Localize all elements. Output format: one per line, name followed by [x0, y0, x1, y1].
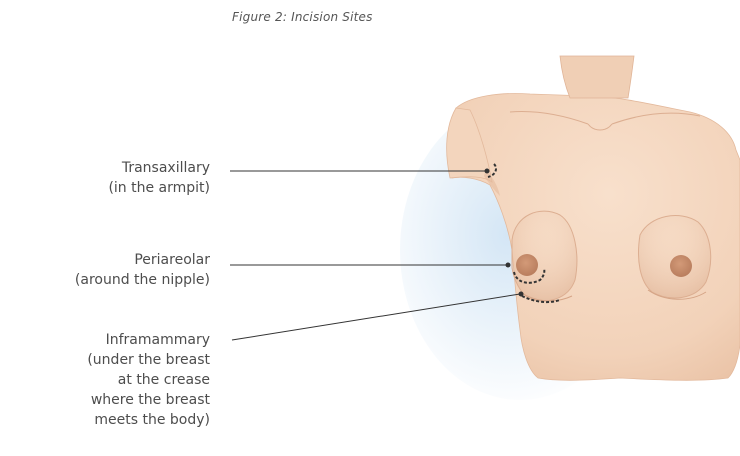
label-inframammary-desc-2: at the crease	[87, 370, 210, 390]
label-transaxillary: Transaxillary (in the armpit)	[108, 158, 210, 198]
label-inframammary-title: Inframammary	[87, 330, 210, 350]
label-inframammary-desc-3: where the breast	[87, 390, 210, 410]
label-inframammary-desc-4: meets the body)	[87, 410, 210, 430]
left-areola	[516, 254, 538, 276]
right-breast	[639, 216, 711, 298]
label-transaxillary-title: Transaxillary	[108, 158, 210, 178]
periareolar-leader-dot	[506, 263, 511, 268]
right-areola	[670, 255, 692, 277]
label-inframammary-desc-1: (under the breast	[87, 350, 210, 370]
label-periareolar-desc-1: (around the nipple)	[75, 270, 210, 290]
transaxillary-leader-dot	[485, 169, 490, 174]
label-inframammary: Inframammary (under the breast at the cr…	[87, 330, 210, 430]
neck-shape	[560, 56, 634, 98]
label-periareolar-title: Periareolar	[75, 250, 210, 270]
label-transaxillary-desc-1: (in the armpit)	[108, 178, 210, 198]
inframammary-leader-dot	[519, 292, 524, 297]
label-periareolar: Periareolar (around the nipple)	[75, 250, 210, 290]
